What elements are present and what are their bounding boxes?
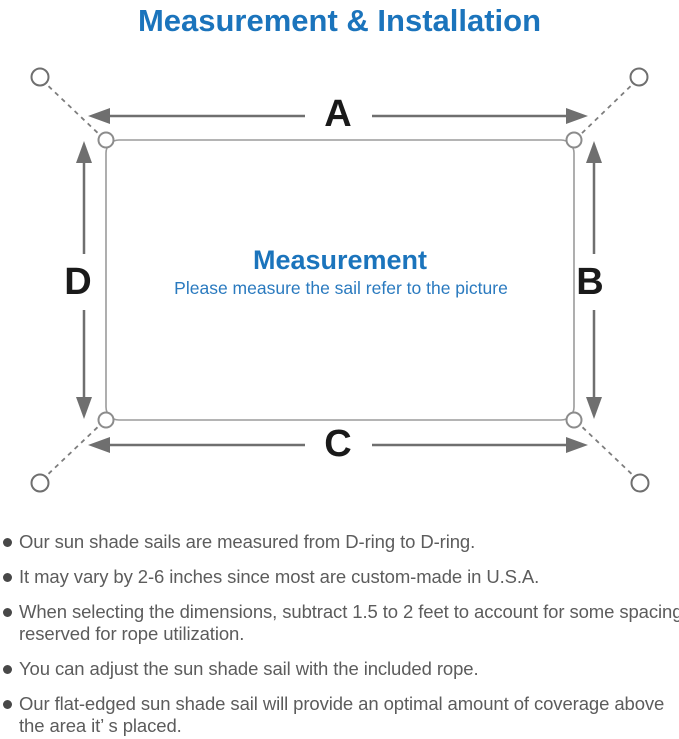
anchor-line-top-left — [41, 79, 103, 138]
note-text: When selecting the dimensions, subtract … — [19, 601, 679, 622]
anchor-ring-bottom-right — [630, 473, 650, 493]
dimension-a: A — [88, 93, 588, 135]
list-item: You can adjust the sun shade sail with t… — [0, 658, 679, 680]
note-text: the area it’ s placed. — [19, 715, 182, 736]
anchor-line-bottom-right — [577, 422, 639, 481]
d-ring-bottom-right — [565, 411, 583, 429]
d-ring-top-right — [565, 131, 583, 149]
arrow-left-icon — [88, 437, 110, 453]
diagram-center-title: Measurement — [253, 245, 427, 275]
bullet-icon — [3, 607, 12, 617]
dimension-b-label: B — [576, 261, 603, 303]
arrow-left-icon — [88, 108, 110, 124]
bullet-icon — [3, 699, 12, 709]
dimension-b: B — [576, 141, 604, 419]
list-item: It may vary by 2-6 inches since most are… — [0, 566, 679, 588]
note-text: You can adjust the sun shade sail with t… — [19, 658, 479, 679]
arrow-up-icon — [76, 141, 92, 163]
arrow-down-icon — [586, 397, 602, 419]
page-title: Measurement & Installation — [137, 3, 542, 38]
dimension-c-label: C — [324, 423, 351, 465]
bullet-icon — [3, 572, 12, 582]
d-rings — [97, 131, 583, 429]
arrow-down-icon — [76, 397, 92, 419]
bullet-icon — [3, 664, 12, 674]
note-text: Our sun shade sails are measured from D-… — [19, 531, 476, 552]
dimension-d: D — [64, 141, 92, 419]
note-text: Our flat-edged sun shade sail will provi… — [19, 693, 665, 714]
arrow-right-icon — [566, 437, 588, 453]
d-ring-top-left — [97, 131, 115, 149]
anchor-rings — [30, 67, 650, 493]
sail-outline — [105, 139, 575, 421]
bullet-icon — [3, 537, 12, 547]
notes-list: Our sun shade sails are measured from D-… — [0, 531, 679, 739]
anchor-ring-top-left — [30, 67, 50, 87]
note-text: It may vary by 2-6 inches since most are… — [19, 566, 540, 587]
dimension-c: C — [88, 423, 588, 465]
anchor-ring-top-right — [629, 67, 649, 87]
diagram-center-subtitle: Please measure the sail refer to the pic… — [174, 278, 508, 298]
arrow-up-icon — [586, 141, 602, 163]
list-item: Our sun shade sails are measured from D-… — [0, 531, 679, 553]
dimension-a-label: A — [324, 93, 351, 135]
arrow-right-icon — [566, 108, 588, 124]
dimension-d-label: D — [64, 261, 91, 303]
anchor-ring-bottom-left — [30, 473, 50, 493]
list-item: When selecting the dimensions, subtract … — [0, 601, 679, 645]
list-item: Our flat-edged sun shade sail will provi… — [0, 693, 679, 737]
anchor-line-top-right — [577, 79, 638, 138]
anchor-line-bottom-left — [41, 422, 103, 481]
d-ring-bottom-left — [97, 411, 115, 429]
note-text: reserved for rope utilization. — [19, 623, 245, 644]
sail-measurement-diagram: A C D B Measurement Please meas — [30, 67, 650, 493]
